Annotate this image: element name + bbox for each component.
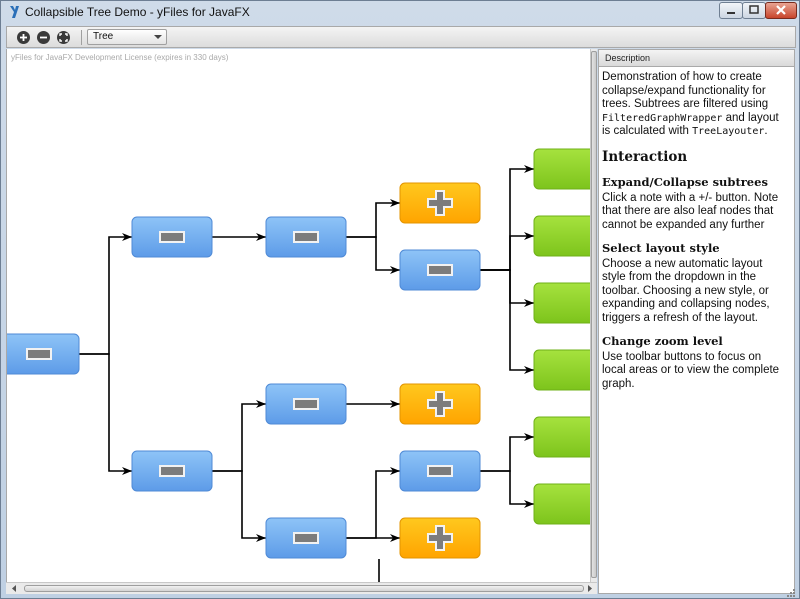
intro-text: Demonstration of how to create collapse/… xyxy=(602,71,769,110)
tree-node-a1a[interactable] xyxy=(399,182,481,224)
tree-node-b1[interactable] xyxy=(265,383,347,425)
description-tab[interactable]: Description xyxy=(599,50,794,67)
close-icon xyxy=(776,5,786,15)
collapse-minus-icon[interactable] xyxy=(26,348,52,360)
yfiles-logo-icon xyxy=(10,6,19,18)
tree-node-root[interactable] xyxy=(7,333,80,375)
edge-a1b-leaf1 xyxy=(480,165,534,271)
edge-b2-b2a xyxy=(346,467,400,539)
description-content: Demonstration of how to create collapse/… xyxy=(602,71,788,397)
edge-b2a-leaf6 xyxy=(480,470,534,508)
edge-a1b-leaf2 xyxy=(480,232,534,271)
edge-b-b1 xyxy=(212,400,266,472)
canvas-vertical-scrollbar[interactable] xyxy=(590,49,597,582)
edge-a1-a1a xyxy=(346,199,400,238)
intro-paragraph: Demonstration of how to create collapse/… xyxy=(602,71,788,139)
tree-node-a1b[interactable] xyxy=(399,249,481,291)
description-panel: Description Demonstration of how to crea… xyxy=(598,49,795,594)
code-filtered-graph-wrapper: FilteredGraphWrapper xyxy=(602,112,723,124)
scroll-left-icon[interactable] xyxy=(8,583,20,594)
collapse-minus-icon[interactable] xyxy=(293,231,319,243)
expand-plus-icon[interactable] xyxy=(427,525,453,551)
zoom-level-heading: Change zoom level xyxy=(602,334,723,348)
edge-a1-a1b xyxy=(346,236,400,274)
maximize-button[interactable] xyxy=(742,2,766,19)
expand-plus-icon[interactable] xyxy=(427,391,453,417)
window-title: Collapsible Tree Demo - yFiles for JavaF… xyxy=(25,5,250,19)
layout-style-value: Tree xyxy=(93,31,114,42)
toolbar: Tree xyxy=(6,26,796,48)
tree-node-leaf3[interactable] xyxy=(533,282,591,324)
collapse-minus-icon[interactable] xyxy=(159,465,185,477)
chevron-down-icon xyxy=(154,35,162,39)
tree-node-b2a[interactable] xyxy=(399,450,481,492)
edge-b-b2 xyxy=(212,470,266,542)
edge-root-b xyxy=(79,353,132,475)
edge-a1b-leaf3 xyxy=(480,269,534,307)
edge-root-a xyxy=(79,233,132,355)
tree-node-leaf2[interactable] xyxy=(533,215,591,257)
tree-node-a[interactable] xyxy=(131,216,213,258)
scroll-right-icon[interactable] xyxy=(584,583,596,594)
collapse-minus-icon[interactable] xyxy=(427,465,453,477)
collapse-minus-icon[interactable] xyxy=(427,264,453,276)
vertical-scroll-thumb[interactable] xyxy=(591,51,597,578)
horizontal-scroll-thumb[interactable] xyxy=(24,585,584,592)
zoom-in-button[interactable] xyxy=(16,30,31,45)
edge-b2a-leaf5 xyxy=(480,433,534,472)
title-bar[interactable]: Collapsible Tree Demo - yFiles for JavaF… xyxy=(1,1,800,25)
maximize-icon xyxy=(749,5,759,14)
interaction-heading: Interaction xyxy=(602,148,688,165)
graph-canvas[interactable]: yFiles for JavaFX Development License (e… xyxy=(6,49,591,582)
expand-plus-icon[interactable] xyxy=(427,190,453,216)
layout-style-heading: Select layout style xyxy=(602,241,720,255)
expand-collapse-heading: Expand/Collapse subtrees xyxy=(602,175,768,189)
intro-text-end: . xyxy=(764,125,768,137)
collapse-minus-icon[interactable] xyxy=(159,231,185,243)
canvas-horizontal-scrollbar[interactable] xyxy=(6,582,597,594)
description-tab-label: Description xyxy=(605,53,651,63)
close-button[interactable] xyxy=(765,2,797,19)
zoom-out-button[interactable] xyxy=(36,30,51,45)
layout-style-text: Choose a new automatic layout style from… xyxy=(602,257,770,324)
tree-node-b1a[interactable] xyxy=(399,383,481,425)
tree-node-b2b[interactable] xyxy=(399,517,481,559)
intro-text-middle: and layout is calculated with xyxy=(602,111,779,138)
zoom-level-text: Use toolbar buttons to focus on local ar… xyxy=(602,350,780,390)
edge-a1b-leaf4 xyxy=(480,269,534,374)
toolbar-separator xyxy=(81,30,82,45)
tree-node-b[interactable] xyxy=(131,450,213,492)
tree-node-leaf5[interactable] xyxy=(533,416,591,458)
tree-node-leaf6[interactable] xyxy=(533,483,591,525)
code-tree-layouter: TreeLayouter xyxy=(692,126,765,137)
tree-node-a1[interactable] xyxy=(265,216,347,258)
license-notice: yFiles for JavaFX Development License (e… xyxy=(11,53,229,62)
minimize-icon xyxy=(727,12,735,14)
resize-grip-icon[interactable] xyxy=(787,589,796,598)
collapse-minus-icon[interactable] xyxy=(293,398,319,410)
layout-style-dropdown[interactable]: Tree xyxy=(87,29,167,45)
tree-node-b2[interactable] xyxy=(265,517,347,559)
expand-collapse-text: Click a note with a +/- button. Note tha… xyxy=(602,191,779,231)
tree-graph[interactable] xyxy=(7,49,591,582)
tree-node-leaf4[interactable] xyxy=(533,349,591,391)
collapse-minus-icon[interactable] xyxy=(293,532,319,544)
minimize-button[interactable] xyxy=(719,2,743,19)
tree-node-leaf1[interactable] xyxy=(533,148,591,190)
fit-content-button[interactable] xyxy=(56,30,71,45)
